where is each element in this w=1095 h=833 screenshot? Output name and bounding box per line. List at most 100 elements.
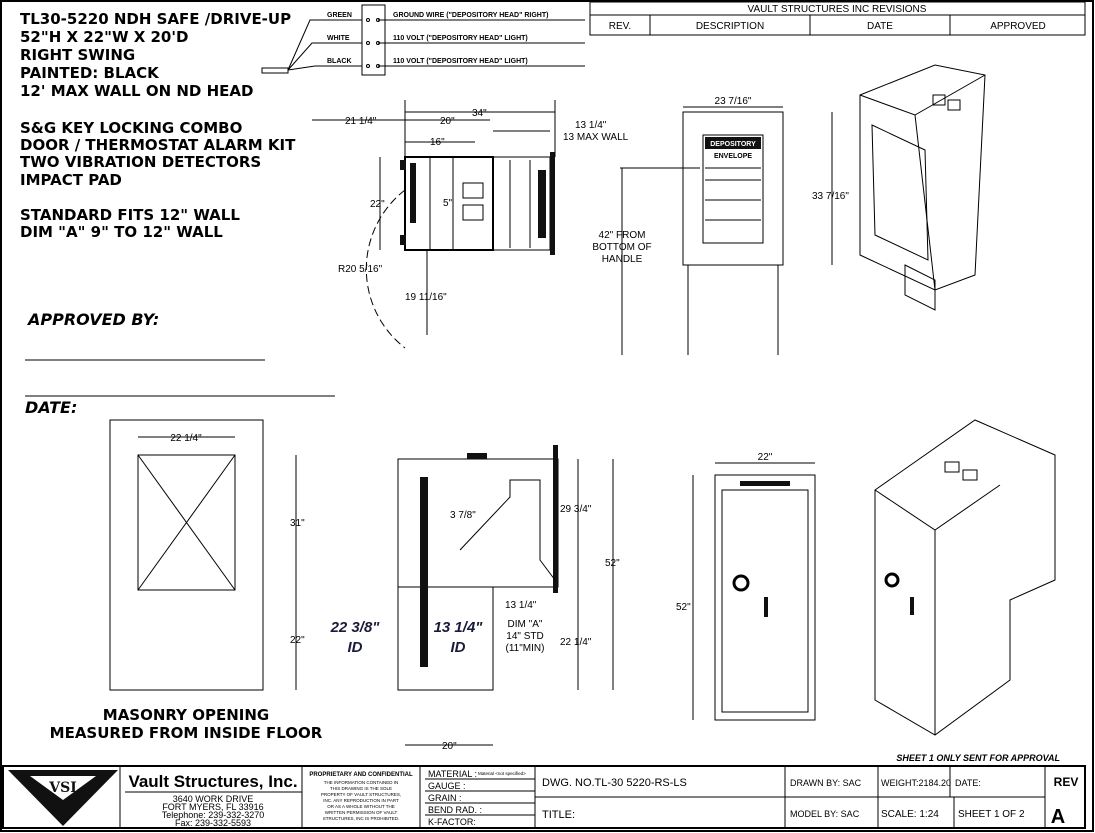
address-line: FORT MYERS, FL 33916 <box>162 802 263 812</box>
wire-color: WHITE <box>327 35 350 42</box>
id-dim: ID <box>348 639 363 656</box>
dim-label: 3 7/8" <box>450 510 476 521</box>
dim-label: 29 3/4" <box>560 504 592 515</box>
general-notes: TL30-5220 NDH SAFE /DRIVE-UP 52"H X 22"W… <box>20 10 335 417</box>
address-line: Fax: 239-332-5593 <box>175 818 251 828</box>
drawn-by: DRAWN BY: SAC <box>790 778 862 788</box>
proprietary-text: THIS DRAWING IS THE SOLE <box>330 786 392 791</box>
fit-line: DIM "A" 9" TO 12" WALL <box>20 223 223 241</box>
note-line: RIGHT SWING <box>20 46 135 64</box>
scale: SCALE: 1:24 <box>881 809 939 820</box>
dim-label: 20" <box>442 741 457 752</box>
dim-label: 22 1/4" <box>560 637 592 648</box>
sheet-note: SHEET 1 ONLY SENT FOR APPROVAL <box>896 753 1060 763</box>
feature-line: IMPACT PAD <box>20 171 122 189</box>
dim-label: 23 7/16" <box>715 96 752 107</box>
revisions-col: DATE <box>867 21 893 32</box>
id-dim: ID <box>451 639 466 656</box>
wire-color: BLACK <box>327 58 352 65</box>
proprietary-text: INC. ANY REPRODUCTION IN PART <box>323 798 399 803</box>
revisions-title: VAULT STRUCTURES INC REVISIONS <box>748 4 927 15</box>
rev-value: A <box>1051 806 1065 828</box>
model-by: MODEL BY: SAC <box>790 809 860 819</box>
approved-by-label: APPROVED BY: <box>26 310 159 329</box>
dim-label: 13 MAX WALL <box>563 132 629 143</box>
dim-label: 52" <box>605 558 620 569</box>
dim-label: 21 1/4" <box>345 116 377 127</box>
dim-label: 19 11/16" <box>405 292 447 303</box>
id-dim: 22 3/8" <box>330 619 381 636</box>
isometric-view-top <box>859 64 986 311</box>
revisions-col: REV. <box>609 21 631 32</box>
isometric-view-bottom <box>874 419 1056 736</box>
masonry-opening: 22 1/4" 31" 22" MASONRY OPENING MEASURED… <box>50 419 323 742</box>
dim-label: 31" <box>290 518 305 529</box>
address-line: 3640 WORK DRIVE <box>173 794 254 804</box>
note-line: 12' MAX WALL ON ND HEAD <box>20 82 253 100</box>
masonry-caption: MASONRY OPENING <box>103 706 269 724</box>
dim-label: 22 1/4" <box>170 433 202 444</box>
proprietary-text: THE INFORMATION CONTAINED IN <box>324 780 399 785</box>
proprietary-title: PROPRIETARY AND CONFIDENTIAL <box>309 772 413 778</box>
dim-label: 5" <box>443 198 453 209</box>
fit-line: STANDARD FITS 12" WALL <box>20 206 240 224</box>
id-dim: 13 1/4" <box>434 619 484 636</box>
grain-label: GRAIN : <box>428 793 462 803</box>
wiring-diagram: GREEN WHITE BLACK GROUND WIRE ("DEPOSITO… <box>261 4 585 76</box>
svg-text:VSI: VSI <box>48 780 77 796</box>
proprietary-text: OR AS A WHOLE WITHOUT THE <box>327 804 395 809</box>
drawing-number: DWG. NO.TL-30 5220-RS-LS <box>542 777 687 789</box>
note-line: PAINTED: BLACK <box>20 64 160 82</box>
title-block: VSI Vault Structures, Inc. 3640 WORK DRI… <box>2 765 1086 829</box>
title-label: TITLE: <box>542 809 575 821</box>
proprietary-text: PROPERTY OF VAULT STRUCTURES, <box>321 792 401 797</box>
note-line: TL30-5220 NDH SAFE /DRIVE-UP <box>20 10 291 28</box>
door-elevation: 22" 52" <box>676 452 816 721</box>
wire-desc: GROUND WIRE ("DEPOSITORY HEAD" RIGHT) <box>393 12 548 19</box>
dim-a-label: 14" STD <box>506 631 543 642</box>
rev-label: REV <box>1054 775 1079 789</box>
dim-label: R20 5/16" <box>338 264 383 275</box>
dim-label: 22" <box>370 199 385 210</box>
date-field: DATE: <box>955 778 981 788</box>
dim-label: 52" <box>676 602 691 613</box>
bend-rad-label: BEND RAD. : <box>428 805 482 815</box>
wire-color: GREEN <box>327 12 352 19</box>
terminal-block <box>361 4 386 76</box>
proprietary-text: WRITTEN PERMISSION OF VAULT <box>325 810 398 815</box>
dim-label: 20" <box>440 116 455 127</box>
revisions-col: DESCRIPTION <box>696 21 764 32</box>
masonry-caption: MEASURED FROM INSIDE FLOOR <box>50 724 323 742</box>
revisions-col: APPROVED <box>990 21 1046 32</box>
address-line: Telephone: 239-332-3270 <box>162 810 265 820</box>
material-value: Material <not specified> <box>478 771 526 776</box>
vsi-logo: VSI <box>8 770 118 826</box>
top-view: 21 1/4" 20" 34" 16" 13 1/4" 13 MAX WALL … <box>312 100 629 349</box>
proprietary-text: STRUCTURES, INC IS PROHIBITED. <box>323 816 400 821</box>
handle-note: 42" FROM <box>599 230 646 241</box>
feature-line: TWO VIBRATION DETECTORS <box>20 153 261 171</box>
dim-label: 33 7/16" <box>812 191 849 202</box>
date-label: DATE: <box>25 398 77 417</box>
connector <box>261 67 289 74</box>
envelope-label: ENVELOPE <box>714 153 752 160</box>
wire-desc: 110 VOLT ("DEPOSITORY HEAD" LIGHT) <box>393 35 528 42</box>
front-view: DEPOSITORY ENVELOPE 23 7/16" 33 7/16" 42… <box>592 96 849 355</box>
weight: WEIGHT:2184.20 <box>881 778 951 788</box>
dim-label: 34" <box>472 108 487 119</box>
dim-label: 16" <box>430 137 445 148</box>
company-name: Vault Structures, Inc. <box>128 772 297 791</box>
k-factor-label: K-FACTOR: <box>428 817 476 827</box>
feature-line: S&G KEY LOCKING COMBO <box>20 119 242 137</box>
section-view: 3 7/8" 29 3/4" 52" 13 1/4" 22 1/4" 20" D… <box>330 445 620 752</box>
handle-note: HANDLE <box>602 254 643 265</box>
dim-label: 13 1/4" <box>505 600 537 611</box>
revisions-table: VAULT STRUCTURES INC REVISIONS REV. DESC… <box>589 1 1086 36</box>
handle-note: BOTTOM OF <box>592 242 651 253</box>
material-label: MATERIAL : <box>428 769 477 779</box>
dim-label: 22" <box>758 452 773 463</box>
dim-a-label: DIM "A" <box>508 619 543 630</box>
feature-line: DOOR / THERMOSTAT ALARM KIT <box>20 136 296 154</box>
